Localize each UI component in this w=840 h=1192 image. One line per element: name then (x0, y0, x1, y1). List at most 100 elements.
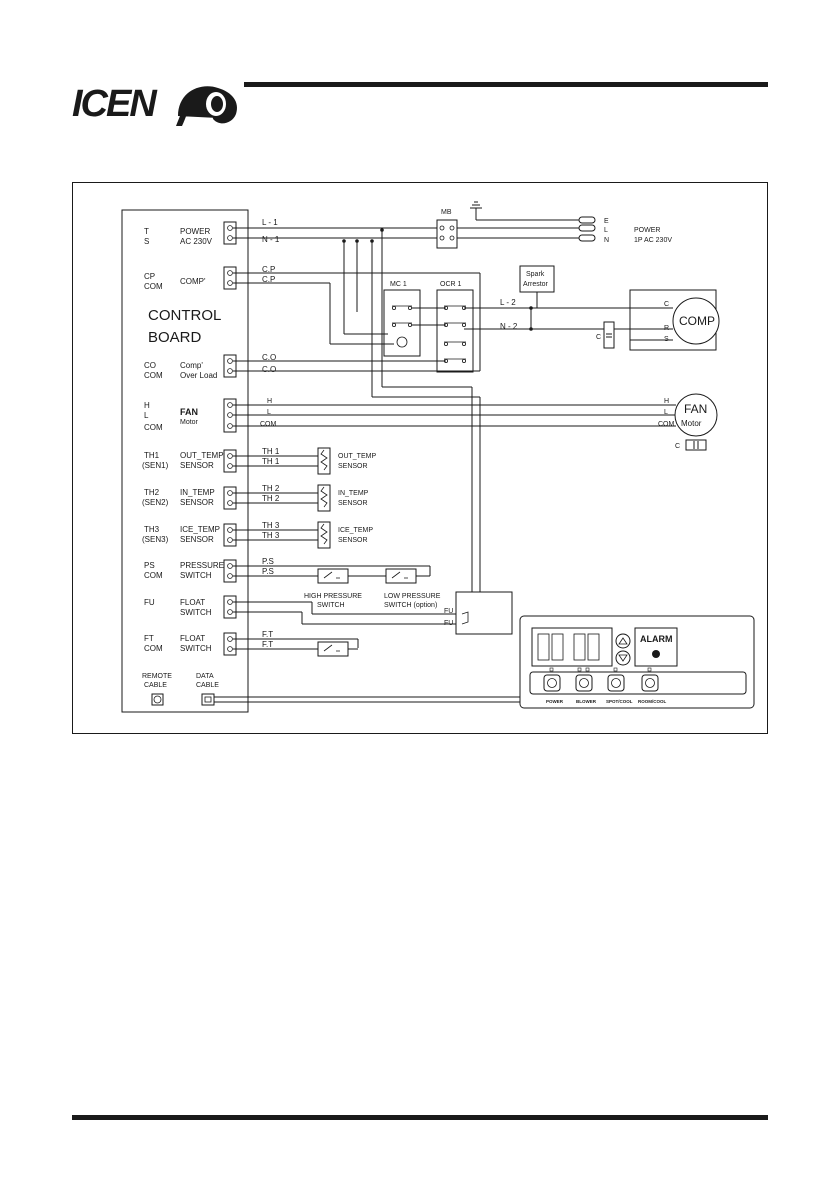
ocr1-relay (436, 289, 474, 373)
low-pressure-2: SWITCH (option) (384, 602, 437, 609)
svg-text:COM: COM (144, 423, 163, 432)
data-cable-label-2: CABLE (196, 682, 219, 689)
fan-label-2: Motor (681, 419, 702, 428)
wire-n2: N - 2 (500, 322, 518, 331)
terminal-screws (227, 225, 233, 652)
control-board-title-1: CONTROL (148, 307, 221, 324)
power-button[interactable] (543, 674, 561, 692)
alarm-led-icon (652, 650, 660, 658)
control-panel (519, 615, 755, 709)
fan-motor (674, 393, 718, 437)
up-arrow-button[interactable] (615, 633, 631, 649)
wire-l1: L - 1 (262, 218, 278, 227)
svg-text:SENSOR: SENSOR (180, 461, 214, 470)
svg-text:1P AC 230V: 1P AC 230V (634, 237, 672, 244)
svg-text:S: S (144, 237, 149, 246)
alarm-label: ALARM (640, 634, 673, 644)
svg-text:T: T (144, 227, 149, 236)
svg-text:(SEN1): (SEN1) (142, 461, 169, 470)
data-cable-port (201, 693, 215, 706)
svg-text:H: H (664, 398, 669, 405)
mc1-label: MC 1 (390, 281, 407, 288)
svg-text:SPOT/COOL: SPOT/COOL (606, 699, 633, 704)
high-pressure-2: SWITCH (317, 602, 345, 609)
svg-text:SENSOR: SENSOR (180, 535, 214, 544)
svg-text:COM: COM (144, 644, 163, 653)
wiring-diagram: CONTROL BOARD T S CP COM CO COM H L COM (72, 182, 768, 734)
wire-h: H (267, 398, 272, 405)
mb-label: MB (441, 209, 452, 216)
svg-text:OUT_TEMP: OUT_TEMP (180, 451, 224, 460)
svg-text:IN_TEMP: IN_TEMP (180, 488, 215, 497)
svg-text:POWER: POWER (634, 227, 660, 234)
terminal-blocks (223, 221, 237, 656)
sensor-symbols (317, 447, 331, 549)
wire-ft1: F.T (262, 630, 273, 639)
wire-co2: C.O (262, 365, 276, 374)
diagram-frame (72, 182, 768, 734)
svg-text:SWITCH: SWITCH (180, 608, 212, 617)
wire-th3a: TH 3 (262, 521, 280, 530)
down-arrow-button[interactable] (615, 650, 631, 666)
svg-text:IN_TEMP: IN_TEMP (338, 490, 369, 497)
ocr1-label: OCR 1 (440, 281, 462, 288)
data-cable-label-1: DATA (196, 673, 214, 680)
float-switch-ft (317, 641, 349, 657)
svg-text:COM: COM (144, 371, 163, 380)
header-rule (244, 82, 768, 87)
panel-leds (549, 667, 652, 672)
spot-cool-button[interactable] (607, 674, 625, 692)
svg-text:ICE_TEMP: ICE_TEMP (338, 527, 373, 534)
wire-th1a: TH 1 (262, 447, 280, 456)
brand-wordmark: ICEN (72, 83, 158, 125)
svg-text:CO: CO (144, 361, 156, 370)
button-strip (529, 671, 747, 695)
panel-buttons (543, 674, 659, 692)
svg-text:SENSOR: SENSOR (180, 498, 214, 507)
wire-th1b: TH 1 (262, 457, 280, 466)
blower-button[interactable] (575, 674, 593, 692)
terminal-codes: T S CP COM CO COM H L COM TH1 (SEN1) TH2… (142, 227, 169, 653)
comp-capacitor (603, 321, 615, 349)
alarm-box (634, 627, 678, 667)
low-pressure-1: LOW PRESSURE (384, 593, 441, 600)
svg-text:COM: COM (144, 282, 163, 291)
svg-text:E: E (604, 218, 609, 225)
svg-text:L: L (664, 409, 668, 416)
svg-text:FAN: FAN (180, 407, 198, 417)
svg-text:TH1: TH1 (144, 451, 160, 460)
mc1-contactor (383, 289, 421, 357)
wire-l: L (267, 409, 271, 416)
bus-wires (342, 228, 384, 397)
seven-seg-display (537, 633, 600, 661)
compressor-motor (672, 297, 720, 345)
svg-text:Comp': Comp' (180, 361, 203, 370)
svg-text:C: C (664, 301, 669, 308)
fan-capacitor (685, 439, 707, 451)
wire-n1: N - 1 (262, 235, 280, 244)
wire-fu2: FU (444, 620, 453, 627)
contacts (391, 305, 466, 363)
spark-arrestor-1: Spark (526, 271, 545, 278)
room-cool-button[interactable] (641, 674, 659, 692)
svg-text:SENSOR: SENSOR (338, 463, 368, 470)
fan-label-1: FAN (684, 402, 707, 416)
wire-l2: L - 2 (500, 298, 516, 307)
wire-co1: C.O (262, 353, 276, 362)
svg-text:FLOAT: FLOAT (180, 634, 205, 643)
display-right: 8.8. (574, 653, 587, 662)
wire-fu1: FU (444, 608, 453, 615)
pressure-wires (233, 565, 431, 577)
high-pressure-1: HIGH PRESSURE (304, 593, 362, 600)
svg-text:CP: CP (144, 272, 155, 281)
svg-text:OUT_TEMP: OUT_TEMP (338, 453, 376, 460)
control-board (121, 209, 249, 713)
wire-th2b: TH 2 (262, 494, 280, 503)
wire-ps1: P.S (262, 557, 274, 566)
terminal-functions: POWER AC 230V COMP' Comp' Over Load FAN … (180, 227, 224, 653)
svg-text:Over Load: Over Load (180, 371, 217, 380)
mains-labels: E L N POWER 1P AC 230V (604, 218, 672, 244)
svg-text:FU: FU (144, 598, 155, 607)
wire-th2a: TH 2 (262, 484, 280, 493)
comp-cap-label: C (596, 334, 601, 341)
